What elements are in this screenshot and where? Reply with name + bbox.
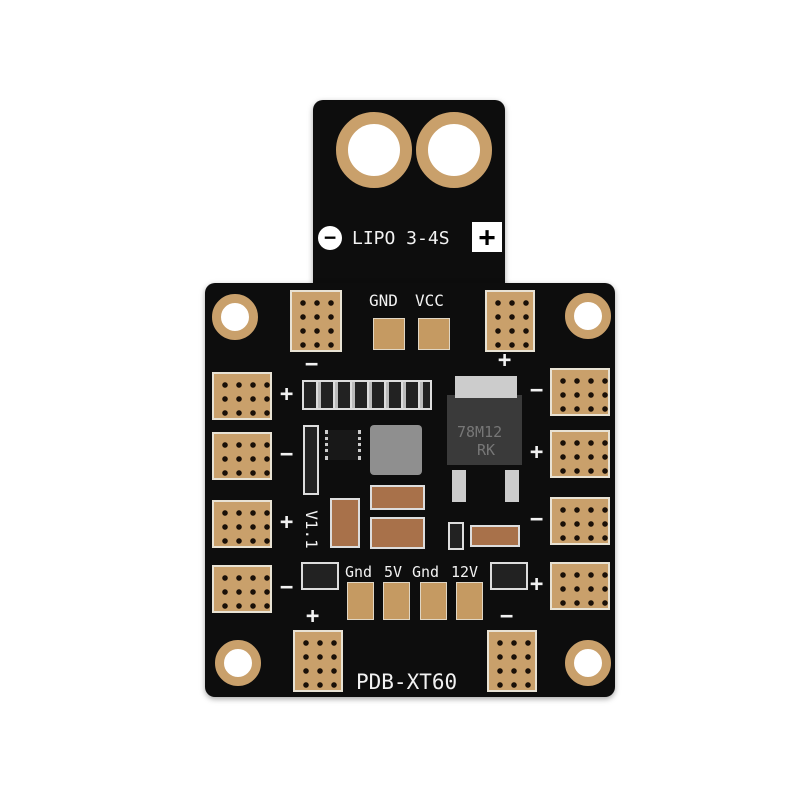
vcc-label: VCC bbox=[415, 291, 444, 310]
minus-symbol: − bbox=[280, 442, 294, 467]
solder-pad bbox=[290, 290, 342, 352]
mounting-hole bbox=[565, 640, 611, 686]
version-label: V1.1 bbox=[301, 510, 321, 549]
solder-pad bbox=[293, 630, 343, 692]
plus-symbol: + bbox=[306, 604, 320, 629]
minus-circle-icon: − bbox=[318, 226, 342, 250]
battery-pad-negative bbox=[336, 112, 412, 188]
solder-pad bbox=[212, 372, 272, 420]
mounting-hole bbox=[212, 294, 258, 340]
output-label-12v: 12V bbox=[451, 563, 479, 581]
mounting-hole bbox=[215, 640, 261, 686]
regulator-model: 78M12 bbox=[457, 423, 503, 441]
regulator-leg bbox=[452, 470, 466, 502]
solder-pad bbox=[550, 497, 610, 545]
resistor bbox=[448, 522, 464, 550]
plus-symbol: + bbox=[498, 348, 512, 373]
solder-pad bbox=[485, 290, 535, 352]
mounting-hole bbox=[565, 293, 611, 339]
solder-pad bbox=[487, 630, 537, 692]
resistor bbox=[303, 425, 319, 495]
gnd-pad bbox=[373, 318, 405, 350]
minus-symbol: − bbox=[530, 378, 544, 403]
regulator-code: RK bbox=[477, 441, 496, 459]
vcc-pad bbox=[418, 318, 450, 350]
solder-pad bbox=[212, 565, 272, 613]
output-label-gnd: Gnd bbox=[412, 563, 440, 581]
product-name: PDB-XT60 bbox=[356, 670, 458, 694]
capacitor bbox=[470, 525, 520, 547]
plus-symbol: + bbox=[530, 572, 544, 597]
capacitor bbox=[370, 485, 425, 510]
capacitor bbox=[330, 498, 360, 548]
plus-symbol: + bbox=[530, 440, 544, 465]
plus-box-icon: + bbox=[472, 222, 502, 252]
regulator-tab bbox=[455, 376, 517, 398]
capacitor bbox=[370, 517, 425, 549]
minus-symbol: − bbox=[530, 507, 544, 532]
solder-pad bbox=[212, 500, 272, 548]
ic-chip bbox=[325, 430, 361, 460]
output-label-5v: 5V bbox=[384, 563, 403, 581]
battery-pad-positive bbox=[416, 112, 492, 188]
output-pad-gnd bbox=[420, 582, 447, 620]
solder-pad bbox=[550, 368, 610, 416]
regulator-chip: 78M12 RK bbox=[447, 395, 522, 465]
inductor bbox=[370, 425, 422, 475]
minus-symbol: − bbox=[500, 604, 514, 629]
battery-label: LIPO 3-4S bbox=[352, 228, 450, 249]
resistor-array bbox=[302, 380, 432, 410]
output-pad-5v bbox=[383, 582, 410, 620]
led bbox=[301, 562, 339, 590]
output-label-gnd: Gnd bbox=[345, 563, 373, 581]
solder-pad bbox=[212, 432, 272, 480]
output-pad-gnd bbox=[347, 582, 374, 620]
minus-symbol: − bbox=[280, 575, 294, 600]
plus-symbol: + bbox=[280, 382, 294, 407]
plus-symbol: + bbox=[280, 510, 294, 535]
solder-pad bbox=[550, 430, 610, 478]
solder-pad bbox=[550, 562, 610, 610]
led bbox=[490, 562, 528, 590]
regulator-leg bbox=[505, 470, 519, 502]
minus-symbol: − bbox=[305, 352, 319, 377]
output-pad-12v bbox=[456, 582, 483, 620]
gnd-label: GND bbox=[369, 291, 398, 310]
